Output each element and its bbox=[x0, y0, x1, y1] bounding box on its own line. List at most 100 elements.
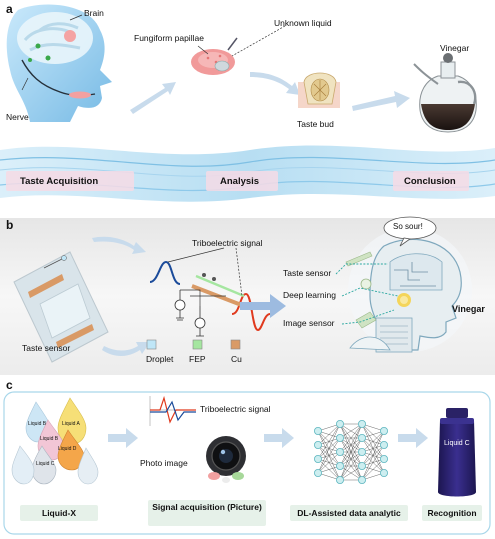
nn-node bbox=[357, 433, 366, 442]
legend-cu-label: Cu bbox=[231, 354, 242, 364]
droplet-label-c: Liquid C bbox=[36, 461, 55, 467]
droplet-label-b2: Liquid B bbox=[40, 436, 59, 442]
arrow-tastebud-to-vinegar bbox=[352, 91, 410, 111]
nn-connection bbox=[339, 423, 363, 439]
triboelectric-signal-label-b: Triboelectric signal bbox=[192, 238, 263, 248]
box-signal-acquisition bbox=[148, 500, 266, 526]
nn-connection bbox=[361, 444, 385, 481]
nn-node bbox=[335, 447, 344, 456]
stage-box-taste-acquisition bbox=[6, 171, 134, 191]
nn-node bbox=[379, 468, 388, 477]
droplet-label-b: Liquid B bbox=[28, 421, 47, 427]
nn-connection bbox=[361, 430, 385, 453]
arrow-bottom-panel-b bbox=[102, 342, 150, 356]
liquid-c-bottle bbox=[438, 408, 476, 497]
nn-node bbox=[379, 454, 388, 463]
fungiform-pointer-line bbox=[197, 45, 209, 55]
deep-learning-icon bbox=[360, 278, 372, 290]
nn-connection bbox=[339, 423, 363, 467]
triboelectric-signal-plot bbox=[149, 395, 196, 426]
taste-bud-illustration bbox=[298, 72, 340, 108]
stage-box-analysis bbox=[206, 171, 278, 191]
arrow-to-robot bbox=[240, 294, 286, 318]
arrow-head-to-tongue bbox=[130, 82, 176, 114]
nn-node bbox=[357, 461, 366, 470]
photo-image-label: Photo image bbox=[140, 458, 188, 468]
fungiform-papillae-label: Fungiform papillae bbox=[134, 33, 204, 43]
nn-node bbox=[357, 447, 366, 456]
nn-node bbox=[313, 454, 322, 463]
taste-sensor-label-right: Taste sensor bbox=[283, 268, 332, 278]
taste-bud-label: Taste bud bbox=[297, 119, 334, 129]
bottle-label: Liquid C bbox=[444, 440, 470, 447]
vinegar-label-a: Vinegar bbox=[440, 43, 470, 53]
droplet-label-d: Liquid D bbox=[58, 446, 77, 452]
robot-head-illustration bbox=[348, 228, 472, 353]
taste-sensor-dash bbox=[335, 263, 388, 275]
nn-connection bbox=[339, 465, 363, 481]
nn-connection bbox=[339, 423, 363, 453]
panel-b-letter: b bbox=[6, 218, 14, 232]
stage-analysis: Analysis bbox=[220, 176, 260, 187]
speech-bubble-tail bbox=[399, 237, 412, 247]
nerve-label: Nerve bbox=[6, 112, 29, 122]
taste-sensor-icon bbox=[345, 251, 373, 267]
triboelectric-circuit bbox=[149, 260, 271, 337]
nn-connection bbox=[317, 451, 341, 474]
arrow-c-3 bbox=[398, 428, 428, 448]
vinegar-cruet-illustration bbox=[413, 53, 477, 133]
nn-connection bbox=[317, 423, 341, 474]
legend-droplet-label: Droplet bbox=[146, 354, 174, 364]
tribo-pointer-line-1 bbox=[167, 247, 225, 263]
nn-connection bbox=[361, 458, 385, 481]
camera-lens-illustration bbox=[206, 436, 246, 483]
box-recognition bbox=[422, 505, 482, 521]
nn-connection bbox=[339, 423, 363, 481]
box-label-recognition: Recognition bbox=[427, 508, 477, 518]
nn-connection bbox=[361, 430, 385, 481]
triboelectric-signal-label-c: Triboelectric signal bbox=[200, 404, 271, 414]
nn-node bbox=[357, 419, 366, 428]
human-head-illustration bbox=[6, 4, 113, 123]
legend-fep-swatch bbox=[192, 339, 203, 350]
box-label-dl-assisted: DL-Assisted data analytic bbox=[297, 508, 401, 518]
legend-cu-swatch bbox=[230, 339, 241, 350]
nerve-pointer-line bbox=[21, 77, 29, 91]
box-label-signal-acquisition: Signal acquisition (Picture) bbox=[152, 502, 262, 512]
stage-conclusion: Conclusion bbox=[404, 176, 456, 187]
droplet-label-a: Liquid A bbox=[62, 421, 80, 427]
nn-node bbox=[313, 468, 322, 477]
legend-fep-label: FEP bbox=[189, 354, 206, 364]
nn-connection bbox=[317, 437, 341, 474]
vinegar-label-b: Vinegar bbox=[452, 304, 485, 314]
image-sensor-label: Image sensor bbox=[283, 318, 335, 328]
brain-pointer-line bbox=[69, 14, 83, 21]
box-liquid-x bbox=[20, 505, 98, 521]
nn-node bbox=[313, 426, 322, 435]
nn-node bbox=[313, 440, 322, 449]
arrow-c-2 bbox=[264, 428, 294, 448]
nn-node bbox=[335, 461, 344, 470]
nn-connection bbox=[317, 423, 341, 460]
deep-learning-dash bbox=[341, 287, 399, 297]
speech-text: So sour! bbox=[393, 222, 423, 231]
image-sensor-dash bbox=[341, 309, 395, 325]
panel-c-letter: c bbox=[6, 378, 13, 392]
nn-node bbox=[335, 419, 344, 428]
arrow-tongue-to-tastebud bbox=[250, 72, 300, 95]
nn-connection bbox=[339, 451, 363, 481]
unknown-liquid-label: Unknown liquid bbox=[274, 18, 332, 28]
legend-droplet-swatch bbox=[146, 339, 157, 350]
box-label-liquid-x: Liquid-X bbox=[42, 508, 76, 518]
nn-connection bbox=[339, 437, 363, 481]
nn-connection bbox=[361, 430, 385, 467]
brain-label: Brain bbox=[84, 8, 104, 18]
nn-node bbox=[335, 475, 344, 484]
nn-connection bbox=[317, 423, 341, 446]
image-sensor-icon bbox=[355, 311, 377, 329]
nn-node bbox=[335, 433, 344, 442]
unknown-liquid-pointer-line bbox=[231, 25, 286, 57]
arrow-c-1 bbox=[108, 428, 138, 448]
stage-taste-acquisition: Taste Acquisition bbox=[20, 176, 99, 187]
neural-network-diagram bbox=[313, 419, 388, 484]
